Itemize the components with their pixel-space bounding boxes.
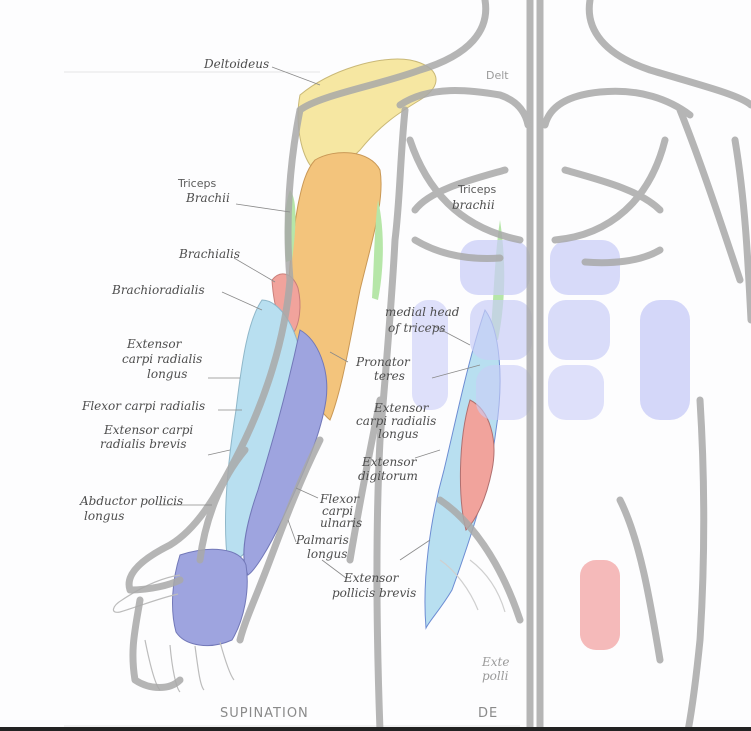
label-ecrl-line1: Extensor	[127, 337, 182, 351]
label-medial-head-line1: medial head	[385, 305, 460, 319]
label-ecrl-right-line3: longus	[378, 427, 419, 441]
hand-fingers	[144, 639, 235, 693]
label-epb-line2: pollicis brevis	[332, 586, 417, 600]
left-arm-supination	[112, 58, 437, 693]
forearm-red-muscle	[459, 399, 495, 531]
label-ed-line2: digitorum	[358, 469, 418, 483]
label-fcu-line1: Flexor	[320, 492, 359, 506]
abs-block	[460, 240, 530, 295]
label-brachialis: Brachialis	[179, 247, 240, 261]
caption-pronation-partial: DE	[478, 706, 499, 721]
torso-outline	[125, 0, 751, 731]
label-pronator-line1: Pronator	[356, 355, 410, 369]
bottom-border	[0, 727, 751, 731]
label-epb-line1: Extensor	[344, 571, 399, 585]
abs-block	[550, 240, 620, 295]
label-brachii-right: brachii	[452, 198, 495, 212]
right-hand	[439, 559, 506, 613]
label-apl-line1: Abductor pollicis	[80, 494, 184, 508]
green-muscle-strip	[372, 200, 383, 300]
accent-red-block	[580, 560, 620, 650]
label-ecrb-line2: radialis brevis	[100, 437, 187, 451]
label-triceps: Triceps	[178, 177, 217, 190]
label-medial-head-line2: of triceps	[388, 321, 446, 335]
label-palmaris-line2: longus	[307, 547, 348, 561]
label-ed-line1: Extensor	[362, 455, 417, 469]
abs-block	[548, 365, 604, 420]
abs-block	[548, 300, 610, 360]
label-pronator-line2: teres	[374, 369, 405, 383]
abs-block	[476, 365, 532, 420]
label-ext-right-line2: polli	[482, 669, 509, 683]
label-ecrl-line2: carpi radialis	[122, 352, 203, 366]
label-ecrb-line1: Extensor carpi	[104, 423, 194, 437]
flexor-muscle	[243, 329, 328, 576]
oblique-block	[412, 300, 448, 410]
label-flexor-carpi-radialis: Flexor carpi radialis	[82, 399, 206, 413]
caption-supination: SUPINATION	[220, 706, 309, 721]
oblique-block	[640, 300, 690, 420]
label-fcu-line2: carpi	[322, 504, 354, 518]
abs-block	[470, 300, 532, 360]
label-palmaris-line1: Palmaris	[296, 533, 349, 547]
thumb	[112, 574, 181, 613]
label-deltoideus: Deltoideus	[204, 57, 270, 71]
label-fcu-line3: ulnaris	[320, 516, 363, 530]
abdominal-area	[412, 240, 690, 650]
label-apl-line2: longus	[84, 509, 125, 523]
label-ext-right-line1: Exte	[482, 655, 510, 669]
label-ecrl-right-line2: carpi radialis	[356, 414, 437, 428]
label-triceps-right: Triceps	[458, 183, 497, 196]
label-brachii: Brachii	[186, 191, 230, 205]
label-ecrl-line3: longus	[147, 367, 188, 381]
label-ecrl-right-line1: Extensor	[374, 401, 429, 415]
hand-palm	[172, 548, 248, 646]
label-delt-right: Delt	[486, 69, 509, 82]
label-brachioradialis: Brachioradialis	[112, 283, 205, 297]
label-leader-lines	[158, 66, 481, 579]
